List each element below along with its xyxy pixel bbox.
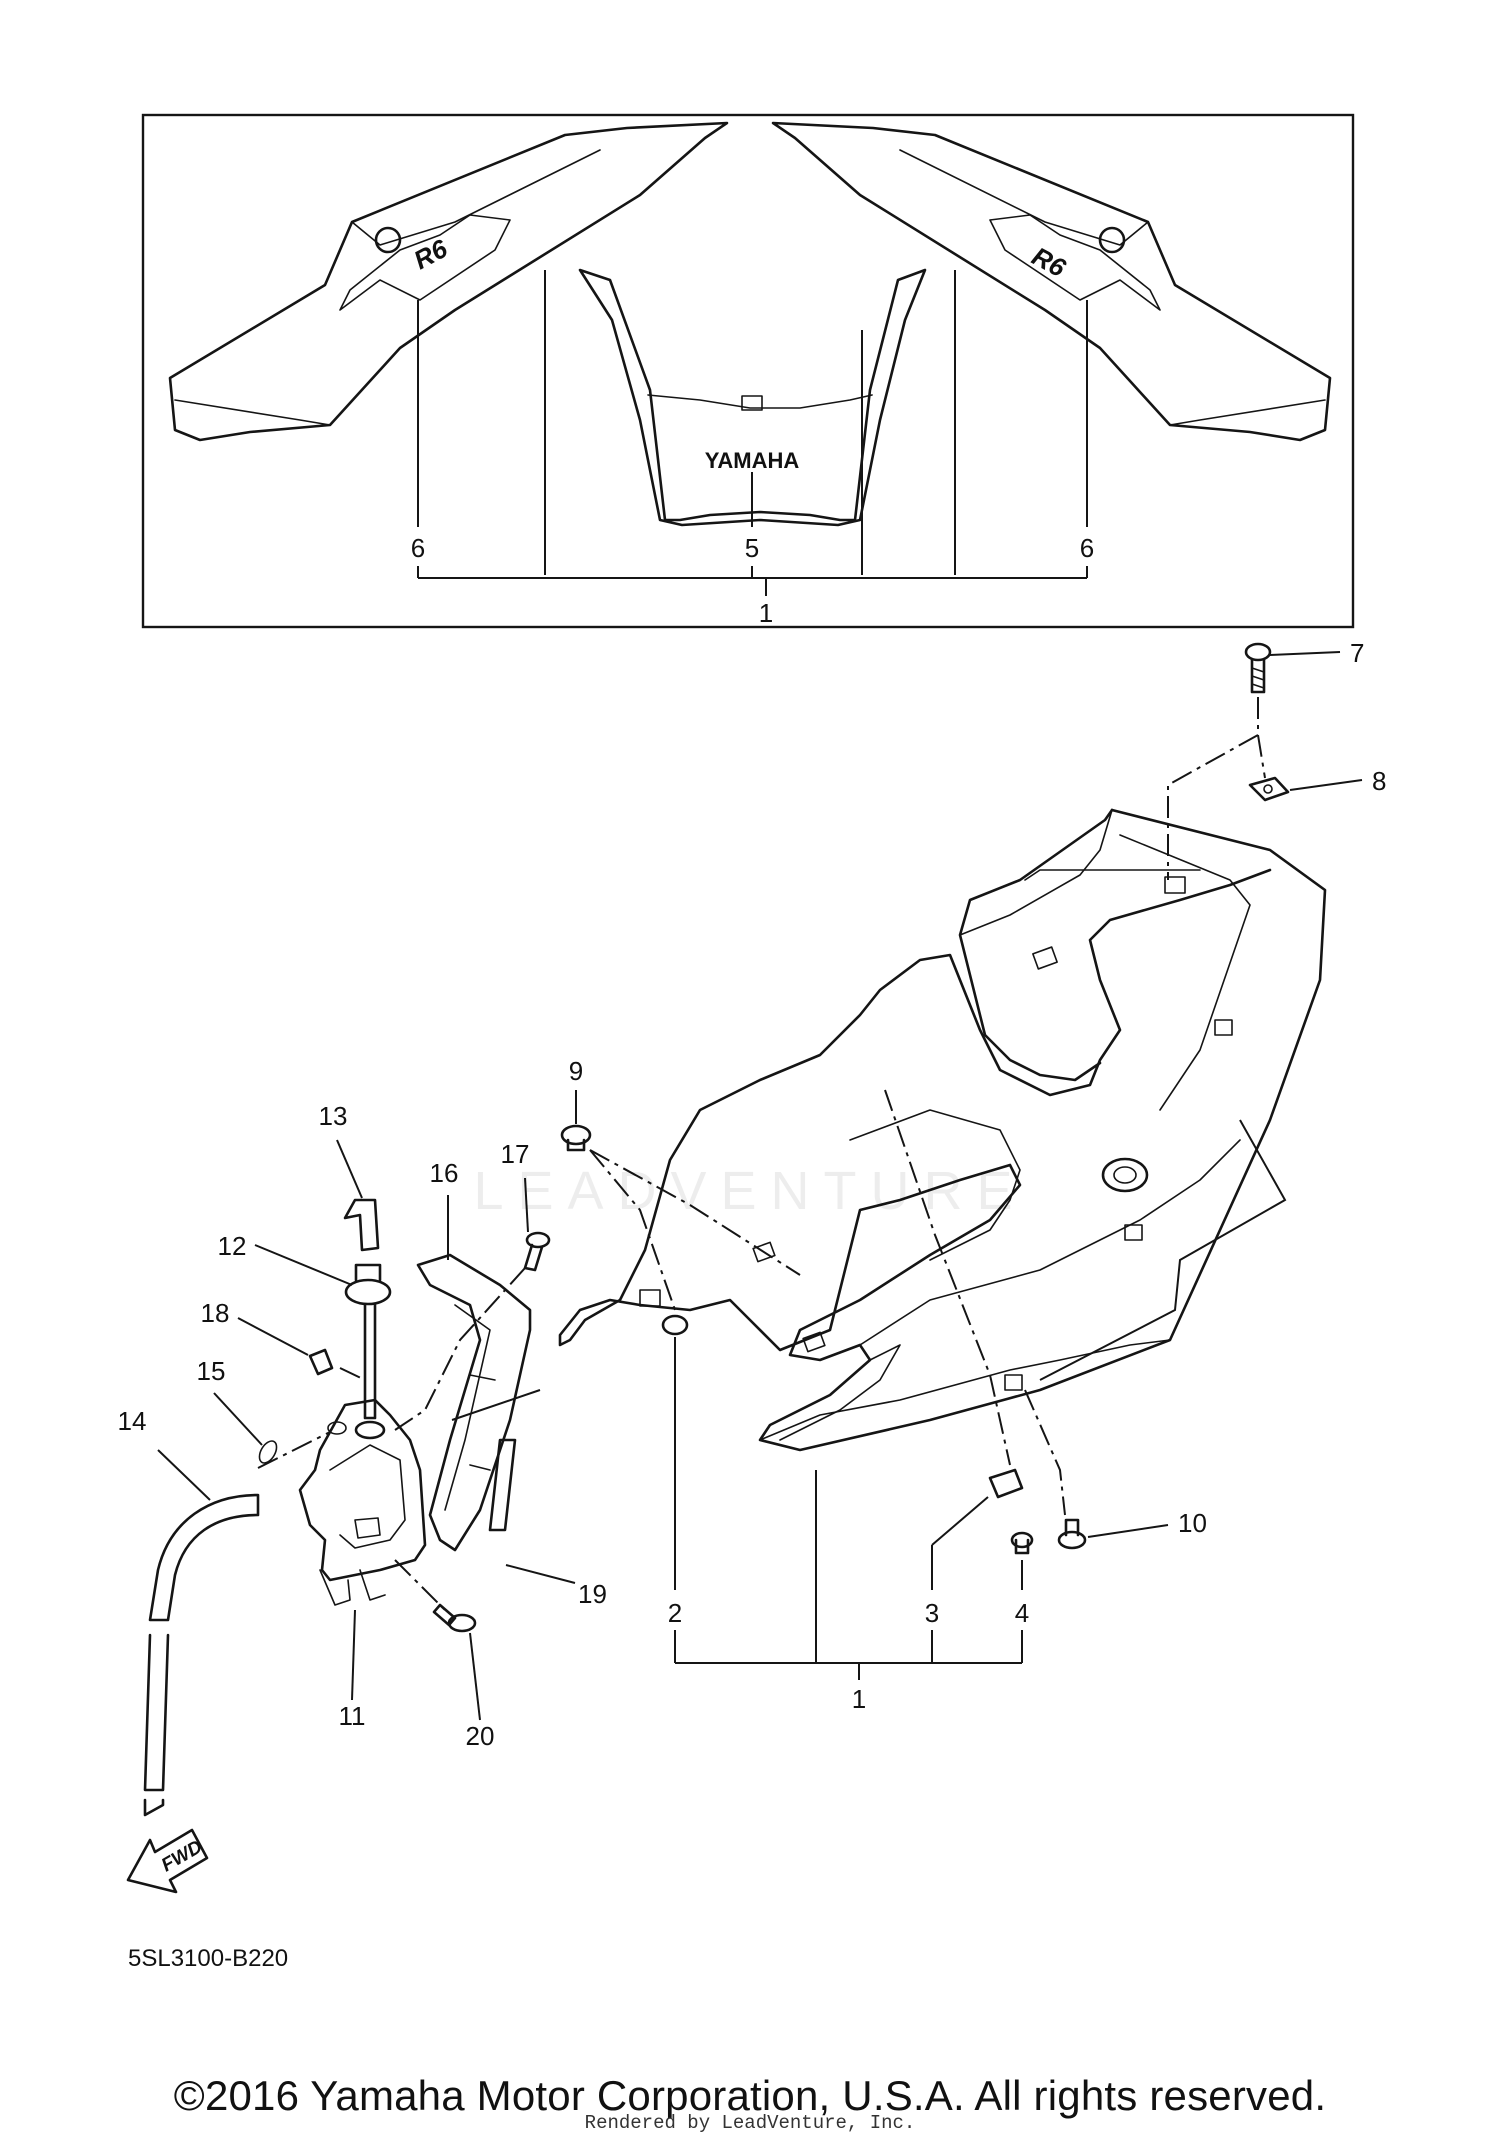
inset-callout-6-left: 6 xyxy=(411,533,425,563)
callout-14: 14 xyxy=(118,1406,147,1436)
right-decal-logo: R6 xyxy=(1027,241,1071,283)
right-side-decal: R6 xyxy=(771,121,1332,442)
bolt-7 xyxy=(1244,642,1272,694)
tool-box-guide-lines xyxy=(257,1267,541,1611)
callout-12: 12 xyxy=(218,1231,247,1261)
clip-nut-8 xyxy=(1248,776,1290,802)
cap-12 xyxy=(344,1263,392,1440)
center-tail-decal: YAMAHA xyxy=(578,268,927,527)
diagram-reference-code: 5SL3100-B220 xyxy=(128,1945,289,1972)
cover-16 xyxy=(416,1253,532,1552)
callout-17: 17 xyxy=(501,1139,530,1169)
copyright-notice: ©2016 Yamaha Motor Corporation, U.S.A. A… xyxy=(173,2072,1327,2119)
screw-17 xyxy=(523,1231,551,1272)
callout-7: 7 xyxy=(1350,638,1364,668)
callout-leaders xyxy=(157,651,1363,1721)
cover-3 xyxy=(988,1468,1024,1499)
inset-leaders xyxy=(417,270,1088,596)
center-decal-text: YAMAHA xyxy=(705,448,800,473)
callout-8: 8 xyxy=(1372,766,1386,796)
clip-18 xyxy=(308,1348,334,1376)
callout-4: 4 xyxy=(1015,1598,1029,1628)
grommet-2 xyxy=(661,1314,689,1336)
callout-16: 16 xyxy=(430,1158,459,1188)
bolt-10 xyxy=(1057,1518,1087,1550)
hose-14 xyxy=(143,1493,260,1817)
inset-callout-1: 1 xyxy=(759,598,773,628)
callout-11: 11 xyxy=(339,1701,366,1731)
callout-15: 15 xyxy=(197,1356,226,1386)
callout-9: 9 xyxy=(569,1056,583,1086)
callout-13: 13 xyxy=(319,1101,348,1131)
callout-2: 2 xyxy=(668,1598,682,1628)
left-decal-logo: R6 xyxy=(409,233,453,275)
tool-box-11 xyxy=(298,1398,427,1606)
seat-cowl xyxy=(558,808,1327,1452)
damper-9 xyxy=(560,1124,592,1152)
bolt-20 xyxy=(432,1603,477,1633)
inset-frame xyxy=(141,113,1355,629)
cowl-guide-lines xyxy=(589,697,1287,1516)
tape-19 xyxy=(488,1438,517,1532)
callout-1: 1 xyxy=(852,1684,866,1714)
clamp-15 xyxy=(258,1440,278,1464)
fastener-4 xyxy=(1010,1531,1034,1555)
watermark: LEADVENTURE xyxy=(473,1161,1027,1221)
rendered-by-credit: Rendered by LeadVenture, Inc. xyxy=(584,2112,916,2134)
callout-10: 10 xyxy=(1178,1508,1207,1538)
elbow-13 xyxy=(343,1198,380,1252)
inset-callout-6-right: 6 xyxy=(1080,533,1094,563)
callout-3: 3 xyxy=(925,1598,939,1628)
left-side-decal: R6 xyxy=(168,121,729,442)
callout-20: 20 xyxy=(466,1721,495,1751)
callout-18: 18 xyxy=(201,1298,230,1328)
fwd-arrow-icon: FWD xyxy=(126,1828,209,1894)
inset-callout-5: 5 xyxy=(745,533,759,563)
callout-19: 19 xyxy=(578,1579,607,1609)
